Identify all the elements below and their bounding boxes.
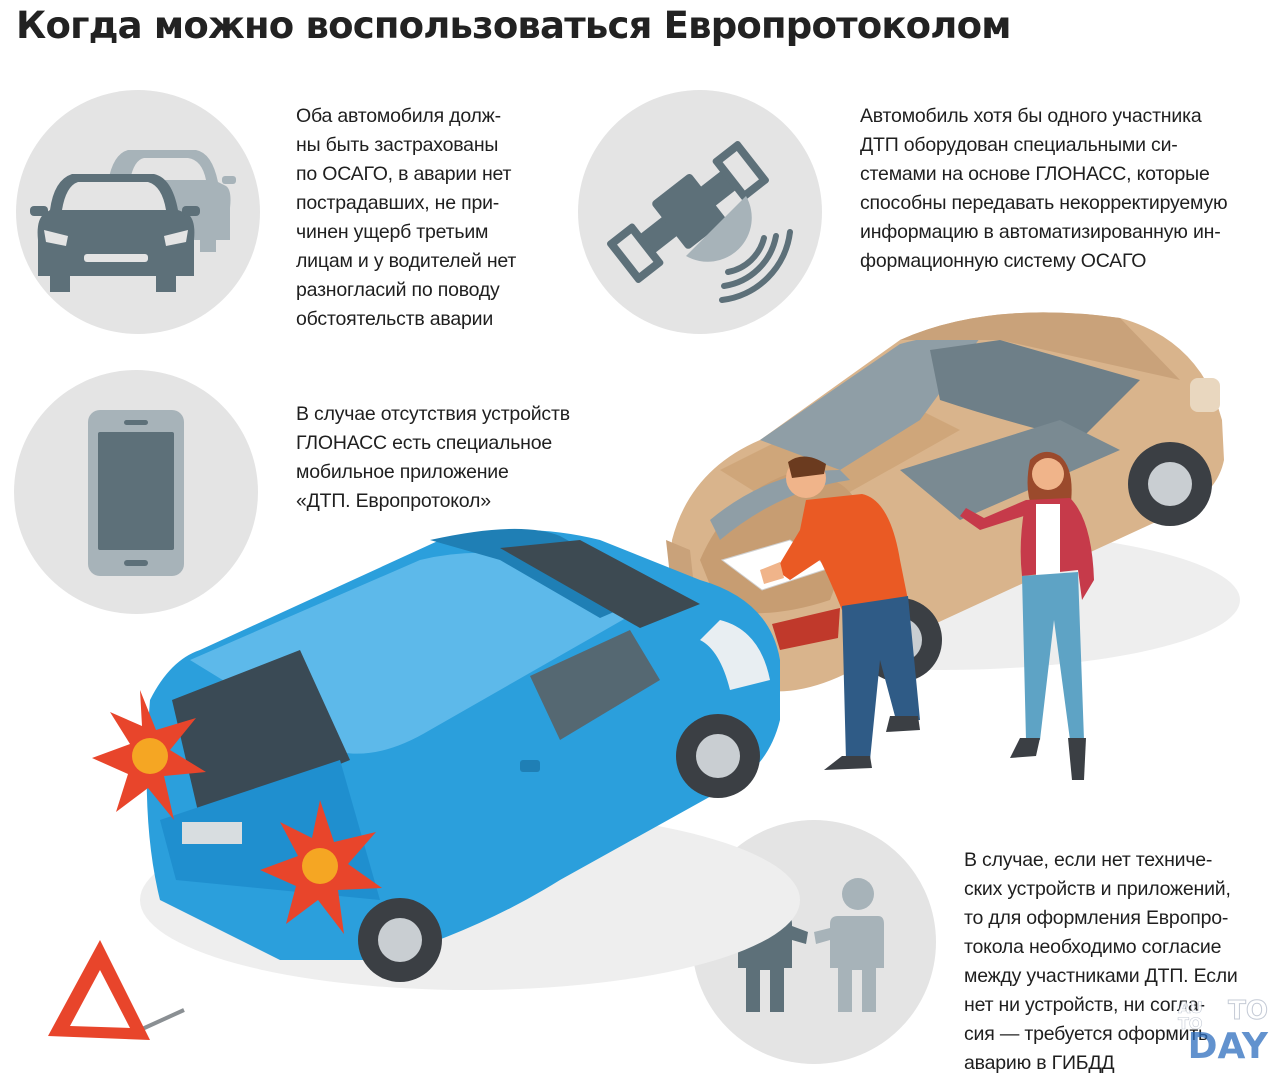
- watermark-bottom: DAY: [1187, 1026, 1268, 1067]
- watermark-logo: AU TO TO DAY: [1178, 996, 1274, 1076]
- watermark-side: AU TO: [1178, 998, 1203, 1033]
- woman-figure: [960, 451, 1094, 780]
- glonass-text: Автомобиль хотя бы одного участника ДТП …: [860, 105, 1228, 272]
- sedan-car: [666, 312, 1224, 692]
- impact-burst-left: [92, 690, 206, 820]
- accident-illustration: [48, 312, 1240, 1040]
- smartphone-icon: [88, 410, 184, 576]
- cars-icon: [30, 150, 236, 292]
- insurance-circle: [16, 90, 260, 334]
- satellite-icon: [607, 141, 793, 303]
- page-title: Когда можно воспользоваться Европротокол…: [16, 4, 1011, 47]
- warning-triangle-icon: [48, 940, 185, 1040]
- agreement-text: В случае, если нет техниче- ских устройс…: [964, 849, 1238, 1074]
- app-text: В случае отсутствия устройств ГЛОНАСС ес…: [296, 403, 570, 512]
- watermark-top: TO: [1228, 996, 1269, 1027]
- app-circle: [14, 370, 258, 614]
- insurance-text: Оба автомобиля долж- ны быть застрахован…: [296, 105, 517, 330]
- impact-burst-right: [260, 800, 382, 934]
- glonass-circle: [578, 90, 822, 334]
- man-figure: [760, 456, 920, 770]
